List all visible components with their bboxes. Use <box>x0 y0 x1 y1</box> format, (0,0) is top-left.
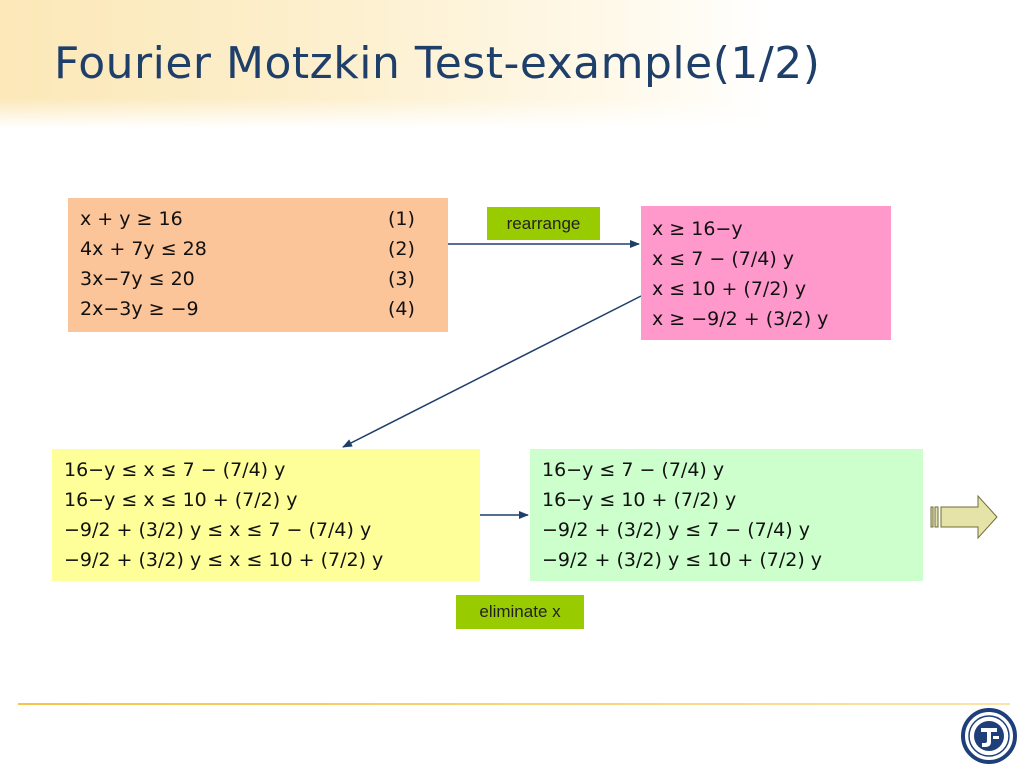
inequality-row: 3x−7y ≤ 20 (3) <box>80 264 448 294</box>
inequality-text: 4x + 7y ≤ 28 <box>80 238 207 260</box>
eliminated-box: 16−y ≤ 7 − (7/4) y 16−y ≤ 10 + (7/2) y −… <box>530 449 923 581</box>
title-band <box>0 0 772 128</box>
block-right-arrow-icon[interactable] <box>930 494 998 540</box>
slide-title: Fourier Motzkin Test-example(1/2) <box>54 38 821 89</box>
eliminated-line: −9/2 + (3/2) y ≤ 7 − (7/4) y <box>542 519 810 541</box>
eliminated-line: 16−y ≤ 10 + (7/2) y <box>542 489 737 511</box>
bounds-line: 16−y ≤ x ≤ 7 − (7/4) y <box>64 459 286 481</box>
eliminate-x-label: eliminate x <box>456 595 584 629</box>
inequality-row: 4x + 7y ≤ 28 (2) <box>80 234 448 264</box>
inequality-number: (3) <box>388 268 415 290</box>
bounds-line: −9/2 + (3/2) y ≤ x ≤ 10 + (7/2) y <box>64 549 384 571</box>
inequality-row: 2x−3y ≥ −9 (4) <box>80 294 448 324</box>
rearranged-line: x ≥ 16−y <box>652 218 743 240</box>
university-seal-icon <box>961 708 1017 764</box>
original-inequalities-box: x + y ≥ 16 (1) 4x + 7y ≤ 28 (2) 3x−7y ≤ … <box>68 198 448 332</box>
bounds-line: 16−y ≤ x ≤ 10 + (7/2) y <box>64 489 298 511</box>
inequality-text: 3x−7y ≤ 20 <box>80 268 195 290</box>
inequality-number: (2) <box>388 238 415 260</box>
inequality-number: (4) <box>388 298 415 320</box>
inequality-number: (1) <box>388 208 415 230</box>
rearranged-line: x ≥ −9/2 + (3/2) y <box>652 308 829 330</box>
inequality-text: x + y ≥ 16 <box>80 208 183 230</box>
bounds-line: −9/2 + (3/2) y ≤ x ≤ 7 − (7/4) y <box>64 519 372 541</box>
rearranged-line: x ≤ 7 − (7/4) y <box>652 248 795 270</box>
footer-divider <box>18 703 1010 705</box>
bounds-box: 16−y ≤ x ≤ 7 − (7/4) y 16−y ≤ x ≤ 10 + (… <box>52 449 480 581</box>
eliminated-line: 16−y ≤ 7 − (7/4) y <box>542 459 725 481</box>
rearrange-label: rearrange <box>487 207 600 240</box>
arrow-rearranged-to-bounds <box>342 295 642 448</box>
rearranged-line: x ≤ 10 + (7/2) y <box>652 278 807 300</box>
inequality-row: x + y ≥ 16 (1) <box>80 204 448 234</box>
eliminated-line: −9/2 + (3/2) y ≤ 10 + (7/2) y <box>542 549 823 571</box>
rearranged-inequalities-box: x ≥ 16−y x ≤ 7 − (7/4) y x ≤ 10 + (7/2) … <box>641 206 891 340</box>
inequality-text: 2x−3y ≥ −9 <box>80 298 199 320</box>
